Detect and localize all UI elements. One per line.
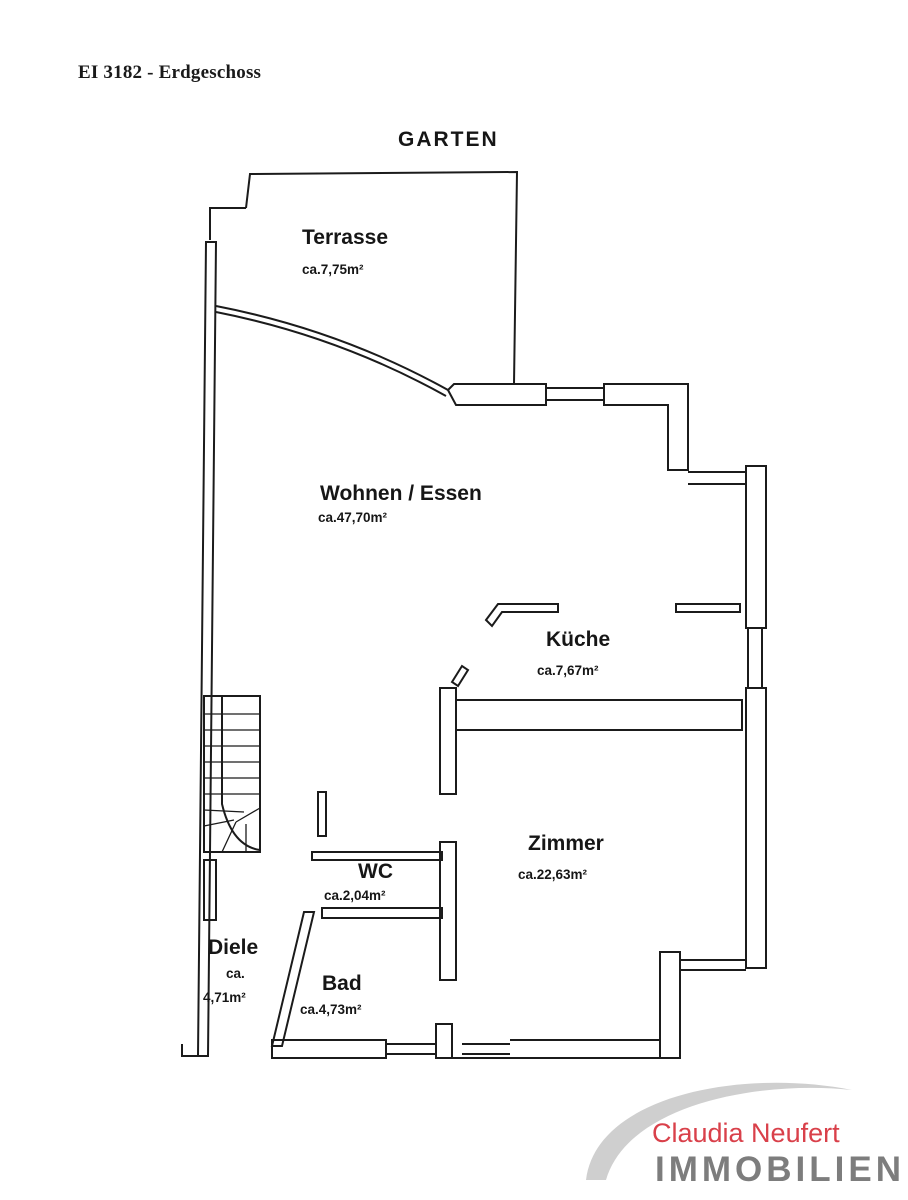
terrace-outline — [245, 170, 519, 385]
wall-right-window — [747, 628, 763, 688]
terrace-glazing — [215, 305, 449, 391]
wall-garden-right — [603, 383, 689, 471]
kitchen-wall — [455, 699, 743, 731]
room-kueche-name: Küche — [546, 628, 611, 651]
wall-window-top — [546, 387, 604, 401]
room-kueche-area: ca.7,67m² — [537, 663, 599, 678]
kitchen-counter-left — [484, 603, 559, 628]
kitchen-door-mark — [450, 664, 470, 688]
wc-bottom-wall — [321, 907, 443, 919]
wall-zimmer-step — [659, 951, 681, 1059]
room-terrasse-area: ca.7,75m² — [302, 262, 364, 277]
outer-wall-left — [196, 241, 218, 1057]
garden-label: GARTEN — [398, 128, 499, 151]
wc-right-wall — [439, 841, 457, 981]
diele-exterior — [181, 1044, 198, 1057]
staircase — [203, 695, 261, 853]
room-diele-area-value: 4,71m² — [203, 990, 246, 1005]
wall-bottom-window-1 — [386, 1043, 436, 1055]
document-title: EI 3182 - Erdgeschoss — [78, 62, 262, 83]
terrace-glazing-inner — [215, 311, 447, 397]
kitchen-counter-right — [675, 603, 741, 613]
wall-zimmer-window — [680, 959, 746, 971]
wall-right-lower — [745, 687, 767, 969]
room-bad-area: ca.4,73m² — [300, 1002, 362, 1017]
room-terrasse-name: Terrasse — [302, 226, 389, 249]
room-wohnen-area: ca.47,70m² — [318, 510, 388, 525]
bad-angled-wall — [270, 911, 316, 1047]
wall-right-outer — [745, 465, 767, 629]
room-zimmer-area: ca.22,63m² — [518, 867, 588, 882]
brand-subtitle: IMMOBILIEN — [655, 1150, 905, 1189]
room-wc-area: ca.2,04m² — [324, 888, 386, 903]
terrace-left-edge — [209, 207, 246, 240]
room-bad-name: Bad — [322, 972, 362, 995]
room-wc-name: WC — [358, 860, 393, 883]
wall-garden-side — [446, 383, 547, 406]
wall-bottom-right — [452, 1039, 661, 1059]
wall-bottom-window-2 — [462, 1043, 510, 1055]
brand-name: Claudia Neufert — [652, 1118, 840, 1148]
wall-bottom-left — [271, 1039, 387, 1059]
room-diele-name: Diele — [208, 936, 259, 959]
wall-right-step — [688, 471, 746, 485]
room-diele-area-prefix: ca. — [226, 966, 245, 981]
hall-door — [317, 791, 327, 837]
wc-top-wall — [311, 851, 443, 861]
diele-door — [203, 859, 217, 921]
stair-rail — [221, 696, 261, 851]
wall-bottom-pillar — [435, 1023, 453, 1059]
room-wohnen-name: Wohnen / Essen — [320, 482, 482, 505]
central-wall — [439, 687, 457, 795]
room-zimmer-name: Zimmer — [528, 832, 604, 855]
